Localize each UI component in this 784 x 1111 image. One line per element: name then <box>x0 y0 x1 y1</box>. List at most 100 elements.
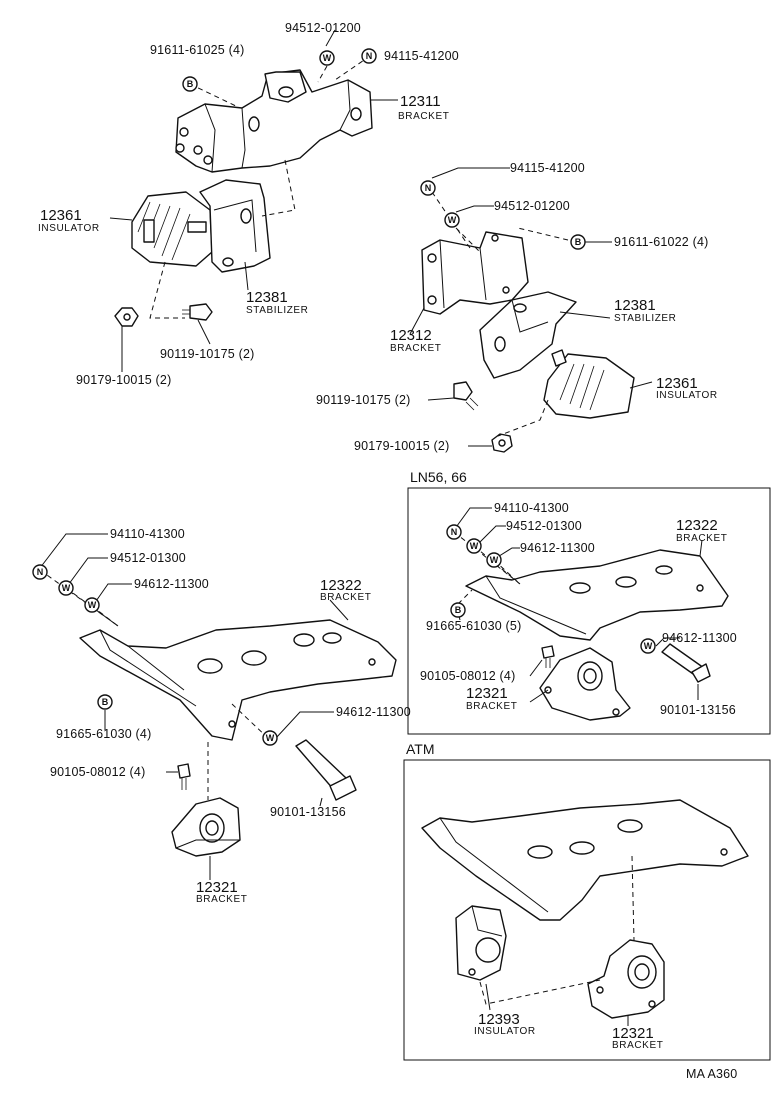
part-number-label: 94612-11300 <box>662 631 737 645</box>
svg-text:W: W <box>490 555 499 565</box>
fasteners-box1 <box>541 643 711 683</box>
nut-marker-icon: N <box>32 564 48 580</box>
svg-text:W: W <box>470 541 479 551</box>
part-number-label: 90101-13156 <box>270 805 346 819</box>
part-number-label: 12311 <box>400 93 441 110</box>
leader-lines-box2 <box>479 855 635 1026</box>
part-number-label: 90179-10015 (2) <box>354 439 449 453</box>
part-number-label: 90105-08012 (4) <box>420 669 515 683</box>
svg-text:B: B <box>187 79 194 89</box>
part-number-label: 90101-13156 <box>660 703 736 717</box>
leader-lines-top-left <box>109 29 398 372</box>
washer-marker-icon: W <box>466 538 482 554</box>
svg-text:N: N <box>425 183 432 193</box>
svg-text:W: W <box>62 583 71 593</box>
part-number-label: 12322 <box>676 517 718 534</box>
part-name-label: BRACKET <box>676 533 727 544</box>
part-number-label: 94115-41200 <box>510 161 585 175</box>
part-name-label: BRACKET <box>612 1040 663 1051</box>
part-number-label: 12321 <box>466 685 508 702</box>
washer-marker-icon: W <box>84 597 100 613</box>
variant-box-ln56-title: LN56, 66 <box>410 469 467 485</box>
bracket-12322-b-drawing <box>465 549 729 641</box>
part-number-label: 91665-61030 (4) <box>56 727 151 741</box>
svg-text:W: W <box>323 53 332 63</box>
fasteners-top-right <box>453 381 513 453</box>
part-name-label: BRACKET <box>196 894 247 905</box>
part-number-label: 94512-01300 <box>110 551 186 565</box>
part-name-label: INSULATOR <box>656 390 718 401</box>
washer-marker-icon: W <box>640 638 656 654</box>
part-number-label: 91665-61030 (5) <box>426 619 521 633</box>
bracket-12322-a-drawing <box>79 619 397 741</box>
part-number-label: 94110-41300 <box>110 527 185 541</box>
svg-text:N: N <box>37 567 44 577</box>
part-number-label: 91611-61022 (4) <box>614 235 709 249</box>
diagram-code-label: MA A360 <box>686 1067 737 1081</box>
bracket-12311-drawing <box>175 69 373 173</box>
variant-box-atm-title: ATM <box>406 741 435 757</box>
svg-text:N: N <box>451 527 458 537</box>
leader-lines-bottom-left <box>39 533 349 880</box>
bolt-marker-icon: B <box>97 694 113 710</box>
bracket-12322-c-drawing <box>421 799 749 921</box>
svg-text:B: B <box>455 605 462 615</box>
part-name-label: STABILIZER <box>246 305 309 316</box>
part-name-label: INSULATOR <box>474 1026 536 1037</box>
washer-marker-icon: W <box>486 552 502 568</box>
part-number-label: 12361 <box>40 207 82 224</box>
bolt-marker-icon: B <box>570 234 586 250</box>
nut-marker-icon: N <box>446 524 462 540</box>
washer-marker-icon: W <box>319 50 335 66</box>
variant-box-atm <box>403 759 771 1061</box>
part-number-label: 94612-11300 <box>134 577 209 591</box>
svg-text:W: W <box>88 600 97 610</box>
svg-text:B: B <box>102 697 109 707</box>
part-name-label: STABILIZER <box>614 313 677 324</box>
fasteners-bottom-left <box>177 739 357 801</box>
variant-box-ln56 <box>407 487 771 735</box>
part-number-label: 12322 <box>320 577 362 594</box>
part-number-label: 12361 <box>656 375 698 392</box>
part-number-label: 94612-11300 <box>520 541 595 555</box>
part-number-label: 90179-10015 (2) <box>76 373 171 387</box>
svg-text:B: B <box>575 237 582 247</box>
bracket-12321-c-drawing <box>587 939 665 1019</box>
svg-text:W: W <box>448 215 457 225</box>
bracket-12321-b-drawing <box>539 647 631 721</box>
part-number-label: 94110-41300 <box>494 501 569 515</box>
part-number-label: 12312 <box>390 327 432 344</box>
washer-marker-icon: W <box>262 730 278 746</box>
bracket-12321-a-drawing <box>171 797 241 857</box>
part-number-label: 12321 <box>612 1025 654 1042</box>
part-number-label: 12381 <box>246 289 288 306</box>
part-number-label: 12381 <box>614 297 656 314</box>
part-number-label: 12393 <box>478 1011 520 1028</box>
part-number-label: 91611-61025 (4) <box>150 43 245 57</box>
bracket-12312-drawing <box>421 231 529 315</box>
part-number-label: 12321 <box>196 879 238 896</box>
part-number-label: 94115-41200 <box>384 49 459 63</box>
insulator-12393-drawing <box>455 905 507 981</box>
insulator-12361-drawing <box>131 191 213 267</box>
stabilizer-12381-drawing <box>199 179 271 273</box>
washer-marker-icon: W <box>444 212 460 228</box>
part-number-label: 90119-10175 (2) <box>160 347 255 361</box>
part-name-label: BRACKET <box>398 111 449 122</box>
svg-text:N: N <box>366 51 373 61</box>
insulator-12361-b-drawing <box>543 349 635 419</box>
svg-text:W: W <box>644 641 653 651</box>
bolt-marker-icon: B <box>182 76 198 92</box>
bolt-marker-icon: B <box>450 602 466 618</box>
stabilizer-12381-b-drawing <box>479 291 577 379</box>
nut-marker-icon: N <box>420 180 436 196</box>
washer-marker-icon: W <box>58 580 74 596</box>
part-name-label: BRACKET <box>390 343 441 354</box>
part-name-label: INSULATOR <box>38 223 100 234</box>
part-name-label: BRACKET <box>466 701 517 712</box>
part-name-label: BRACKET <box>320 592 371 603</box>
part-number-label: 94512-01300 <box>506 519 582 533</box>
part-number-label: 90105-08012 (4) <box>50 765 145 779</box>
